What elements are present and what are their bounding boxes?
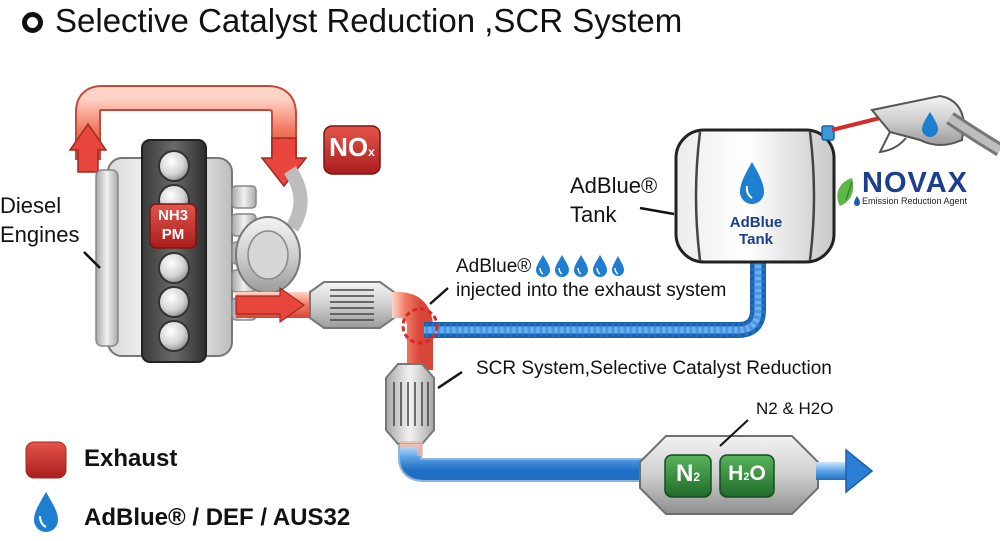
legend-adblue: AdBlue® / DEF / AUS32 [84,504,351,531]
droplet-icon [34,492,58,532]
diesel-engine [95,139,301,363]
exhaust-swatch-icon [25,441,67,479]
tank-droplet-icon [740,162,764,204]
nox-badge [323,125,381,175]
novax-drop-icon [854,196,860,206]
injection-label: AdBlue® injected into the exhaust system [456,256,727,301]
tank-side-label: AdBlue® Tank [570,173,658,227]
engine-pointer [83,251,101,269]
n2-text: N2 [675,460,701,487]
outlet-pipe [398,441,660,482]
exhaust-arrow-icon [235,286,306,324]
injection-pointer [429,287,449,305]
pre-muffler [309,281,395,329]
output-label: N2 & H2O [756,399,834,418]
page-title: Selective Catalyst Reduction ,SCR System [22,2,682,40]
output-muffler [639,435,819,515]
tank-pointer [639,206,675,216]
adblue-line [424,262,766,338]
scr-pointer [437,370,463,390]
down-arrow-icon [260,137,308,188]
title-bullet-icon [22,11,43,33]
n2-badge [664,454,712,498]
exhaust-pipe [235,286,316,324]
scr-label: SCR System,Selective Catalyst Reduction [476,358,832,379]
fuel-nozzle-icon [831,94,1000,157]
droplet-icon-1 [536,255,550,277]
scr-catalyst [385,363,435,445]
legend-exhaust: Exhaust [84,445,178,472]
up-arrow-icon [68,122,108,173]
droplet-icon-2 [555,255,569,277]
tank-cap [821,125,835,141]
exhaust-loop [68,85,308,188]
h2o-text: H2O [728,462,766,485]
engine-label: Diesel Engines [0,193,80,247]
h2o-badge [719,454,775,498]
engine-hose [284,166,308,232]
title-text: Selective Catalyst Reduction ,SCR System [55,2,683,39]
novax-logo: NOVAX Emission Reduction Agent [862,167,968,206]
injection-point-marker [401,307,439,345]
nh3-pm-text: NH3 PM [157,207,188,243]
injection-droplets [536,255,624,277]
droplet-icon-3 [574,255,588,277]
adblue-tank [674,125,836,264]
novax-leaf-icon [837,178,854,206]
droplet-icon-4 [593,255,607,277]
tank-body-label: AdBlue Tank [729,214,783,248]
nox-text: NOx [329,132,375,162]
output-pointer [719,419,749,447]
nh3-pm-badge [149,203,197,249]
outlet-arrow-icon [816,448,874,494]
